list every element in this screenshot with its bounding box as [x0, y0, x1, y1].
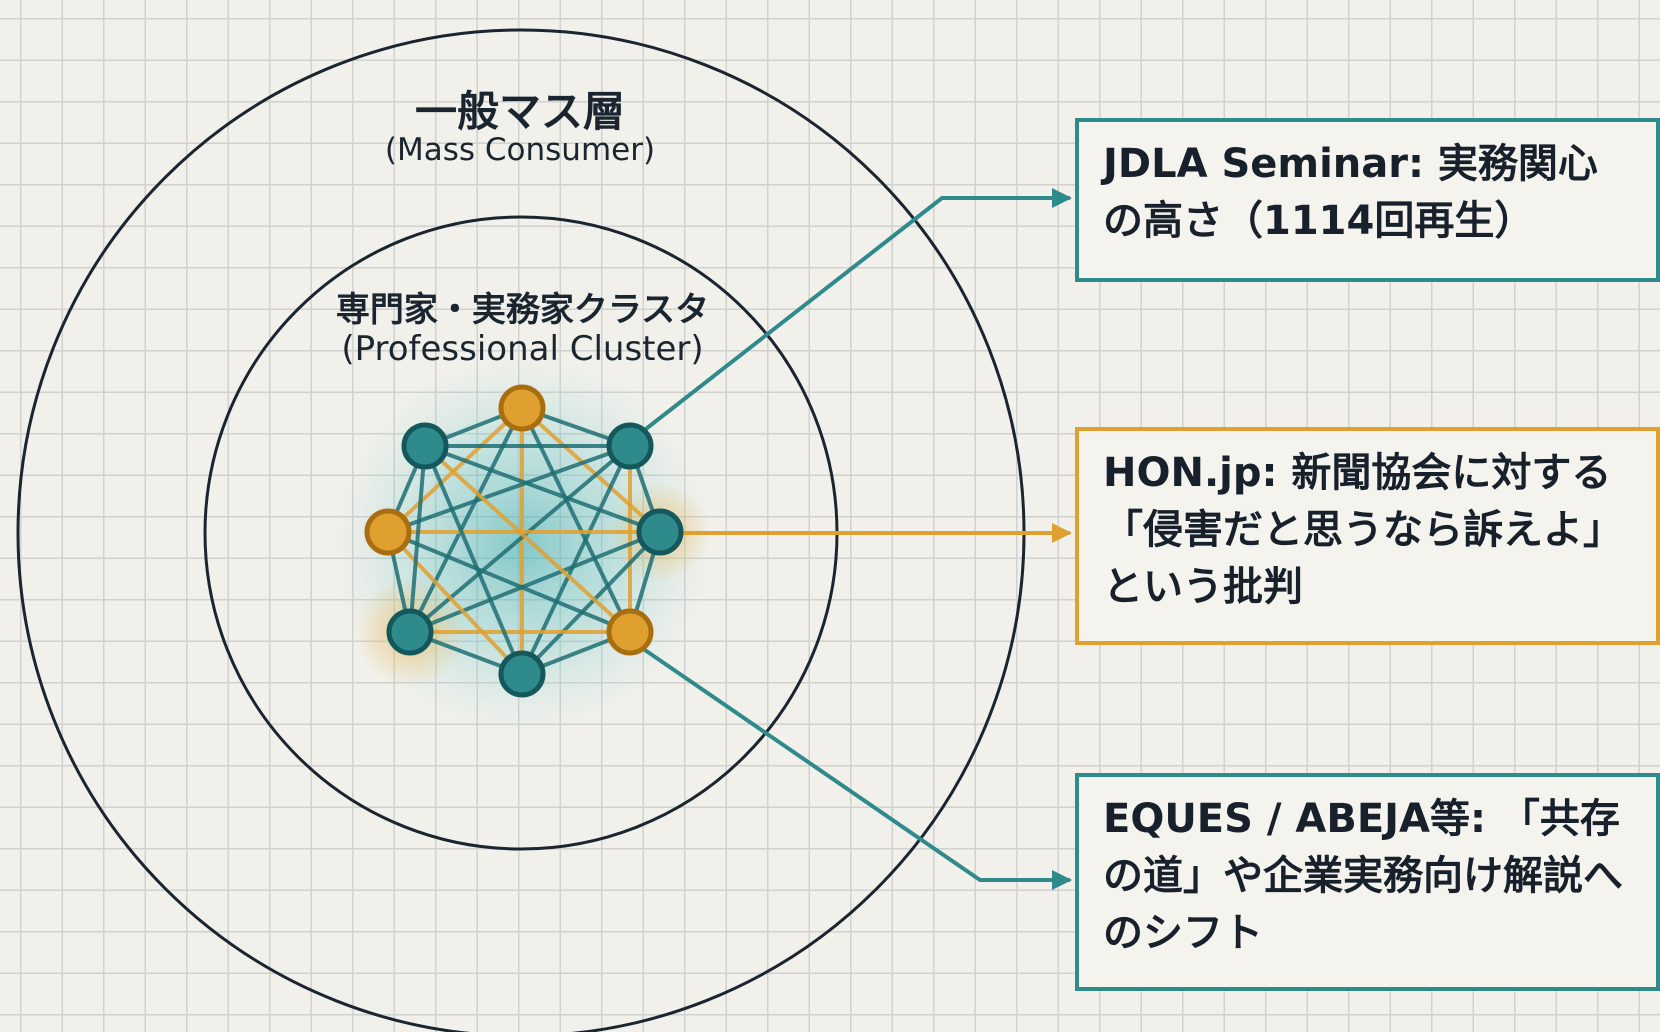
network-node-teal — [401, 422, 449, 470]
network-edge — [520, 406, 662, 534]
network-edge — [520, 530, 662, 676]
network-edge — [409, 530, 661, 634]
outer-ring-title: 一般マス層 — [414, 87, 625, 136]
connectors — [640, 188, 1072, 890]
network-node-orange — [364, 508, 412, 556]
network-edge — [387, 444, 631, 534]
inner-ring-subtitle: (Professional Cluster) — [341, 329, 704, 369]
network-node-teal — [386, 608, 434, 656]
network-edge — [408, 445, 427, 633]
network-nodes — [364, 384, 684, 698]
network-node-orange — [498, 384, 546, 432]
outer-ring-subtitle: (Mass Consumer) — [384, 132, 656, 168]
inner-ring-title: 専門家・実務家クラスタ — [335, 290, 710, 330]
network-edge — [423, 445, 524, 675]
network-edge — [386, 530, 524, 676]
connector-jdla — [640, 188, 1072, 434]
network-node-teal — [636, 508, 684, 556]
network-edge — [408, 444, 632, 634]
network-edge — [386, 406, 524, 534]
network-edge — [424, 444, 661, 534]
connector-eques — [640, 646, 1072, 890]
callout-eques: EQUES / ABEJA等: 「共存の道」や企業実務向け解説へのシフト — [1075, 773, 1660, 991]
network-node-orange — [606, 608, 654, 656]
network-node-teal — [498, 650, 546, 698]
network-edge — [423, 444, 632, 634]
network-edge — [387, 530, 631, 634]
callout-hon: HON.jp: 新聞協会に対する「侵害だと思うなら訴えよ」という批判 — [1075, 427, 1660, 645]
network-node-teal — [606, 422, 654, 470]
callout-jdla: JDLA Seminar: 実務関心の高さ（1114回再生） — [1075, 118, 1660, 282]
network-edge — [520, 445, 632, 675]
